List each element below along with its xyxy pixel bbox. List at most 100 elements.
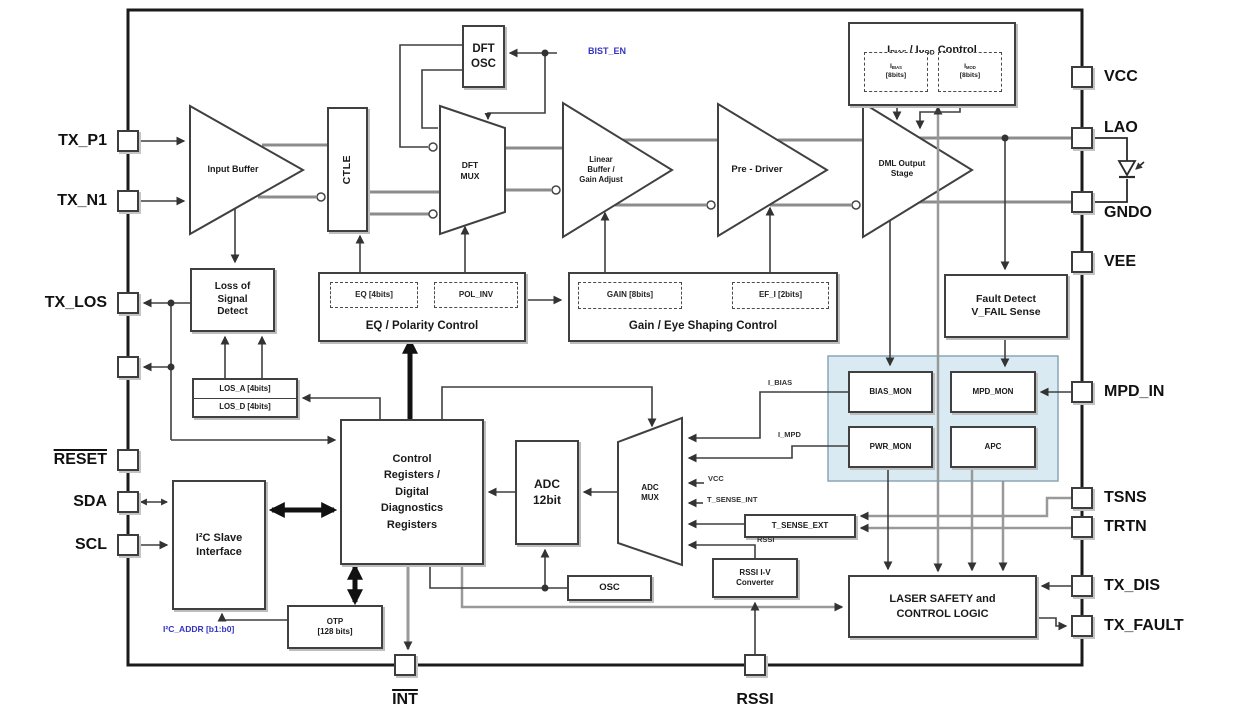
los-a-register: LOS_A [4bits] [194,380,296,399]
pin-rssi [744,654,766,676]
pin-label-tx-n1: TX_N1 [57,192,107,209]
ibias-register-bits: [8bits] [885,72,907,79]
pin-sda [117,491,139,513]
rssi-iv-converter-label: RSSI I-V Converter [736,567,774,587]
adc-block: ADC 12bit [515,440,579,545]
otp-label: OTP [128 bits] [317,616,353,636]
pin-tx-fault [1071,615,1093,637]
fault-detect-block: Fault Detect V_FAIL Sense [944,274,1068,338]
pin-scl [117,534,139,556]
t-sense-ext-block: T_SENSE_EXT [744,514,856,538]
imod-register-bits: [8bits] [959,72,981,79]
pin-tx-n1 [117,190,139,212]
dft-mux-shape [439,104,506,236]
control-wires [139,44,1071,654]
pin-int [394,654,416,676]
linear-buffer-triangle [562,101,674,239]
pin-label-scl: SCL [75,536,107,553]
pin-label-gndo: GNDO [1104,204,1152,221]
pin-vcc [1071,66,1093,88]
eq-polarity-control-block: EQ [4bits] POL_INV EQ / Polarity Control [318,272,526,342]
t-sense-ext-label: T_SENSE_EXT [771,520,829,530]
reg-sub: MOD [966,65,976,71]
i-mpd-signal-label: I_MPD [778,430,801,439]
control-registers-label: Control Registers / Digital Diagnostics … [380,452,444,531]
pin-label-vcc: VCC [1104,68,1138,85]
laser-diode-icon [1093,137,1145,203]
gain-eye-shaping-block: GAIN [8bits] EF_I [2bits] Gain / Eye Sha… [568,272,838,342]
imod-register-name: IMOD [964,63,976,72]
pin-label-vee: VEE [1104,253,1137,270]
datapath-wires [258,136,1071,216]
bias-mon-block: BIAS_MON [848,371,933,413]
ctle-block: CTLE [327,107,368,232]
pin-reset [117,449,139,471]
inversion-bubbles [316,142,861,219]
pwr-mon-label: PWR_MON [869,441,912,451]
pin-label-tx-los: TX_LOS [44,294,107,311]
dft-osc-label: DFT OSC [471,42,496,70]
loss-of-signal-label: Loss of Signal Detect [214,280,251,318]
reg-part: I [964,63,967,71]
rssi-signal-label: RSSI [757,535,775,544]
gain-eye-title: Gain / Eye Shaping Control [628,320,778,333]
eq-register: EQ [4bits] [330,282,418,308]
reg-part: I [890,63,892,71]
laser-safety-label: LASER SAFETY and CONTROL LOGIC [889,593,996,620]
ibias-imod-control-block: IBIAS / IMOD Control IBIAS [8bits] IMOD … [848,22,1016,106]
pin-label-mpd-in: MPD_IN [1104,383,1165,400]
osc-label: OSC [599,581,620,593]
reg-sub: BIAS [891,65,902,71]
vcc-signal-label: VCC [708,474,724,483]
ef-i-register: EF_I [2bits] [732,282,829,309]
dml-output-triangle [862,101,974,239]
gray-bus-wires [403,105,1071,651]
pin-tx-los [117,292,139,314]
pre-driver-triangle [717,102,829,238]
otp-block: OTP [128 bits] [287,605,383,649]
pin-label-lao: LAO [1104,119,1138,136]
pin-trtn [1071,516,1093,538]
pin-mpd-in [1071,381,1093,403]
junction-dots [167,49,1009,592]
mpd-mon-label: MPD_MON [972,386,1014,396]
ctle-label: CTLE [340,154,353,185]
chip-border [126,8,1084,667]
input-buffer-triangle [189,104,306,236]
los-registers-block: LOS_A [4bits] LOS_D [4bits] [192,378,298,418]
gain-register: GAIN [8bits] [578,282,682,309]
pin-label-tx-dis: TX_DIS [1104,577,1161,594]
title-part: / I [906,44,919,57]
pin-label-tsns: TSNS [1104,489,1147,506]
pwr-mon-block: PWR_MON [848,426,933,468]
bist-en-signal-label: BIST_EN [588,46,627,56]
los-d-register: LOS_D [4bits] [219,402,271,412]
pin-tsns [1071,487,1093,509]
pin-label-sda: SDA [73,493,107,510]
pin-label-tx-fault: TX_FAULT [1104,617,1184,634]
eq-polarity-title: EQ / Polarity Control [365,320,479,333]
pin-unlabeled [117,356,139,378]
pin-vee [1071,251,1093,273]
apc-label: APC [984,441,1002,451]
t-sense-int-signal-label: T_SENSE_INT [707,495,758,504]
bias-mon-label: BIAS_MON [869,386,912,396]
title-part: I [887,44,891,57]
adc-label: ADC 12bit [532,477,561,507]
control-registers-block: Control Registers / Digital Diagnostics … [340,419,484,565]
pin-gndo [1071,191,1093,213]
i2c-addr-signal-label: I²C_ADDR [b1:b0] [163,624,235,634]
i2c-slave-block: I²C Slave Interface [172,480,266,610]
pin-lao [1071,127,1093,149]
bold-bus-wires [268,337,418,606]
i-bias-signal-label: I_BIAS [768,378,793,387]
dft-osc-block: DFT OSC [462,25,505,88]
pin-label-trtn: TRTN [1104,518,1147,535]
pin-tx-dis [1071,575,1093,597]
pin-label-reset: RESET [53,451,107,468]
ibias-register-name: IBIAS [890,63,902,72]
pin-tx-p1 [117,130,139,152]
i2c-slave-label: I²C Slave Interface [195,531,243,558]
